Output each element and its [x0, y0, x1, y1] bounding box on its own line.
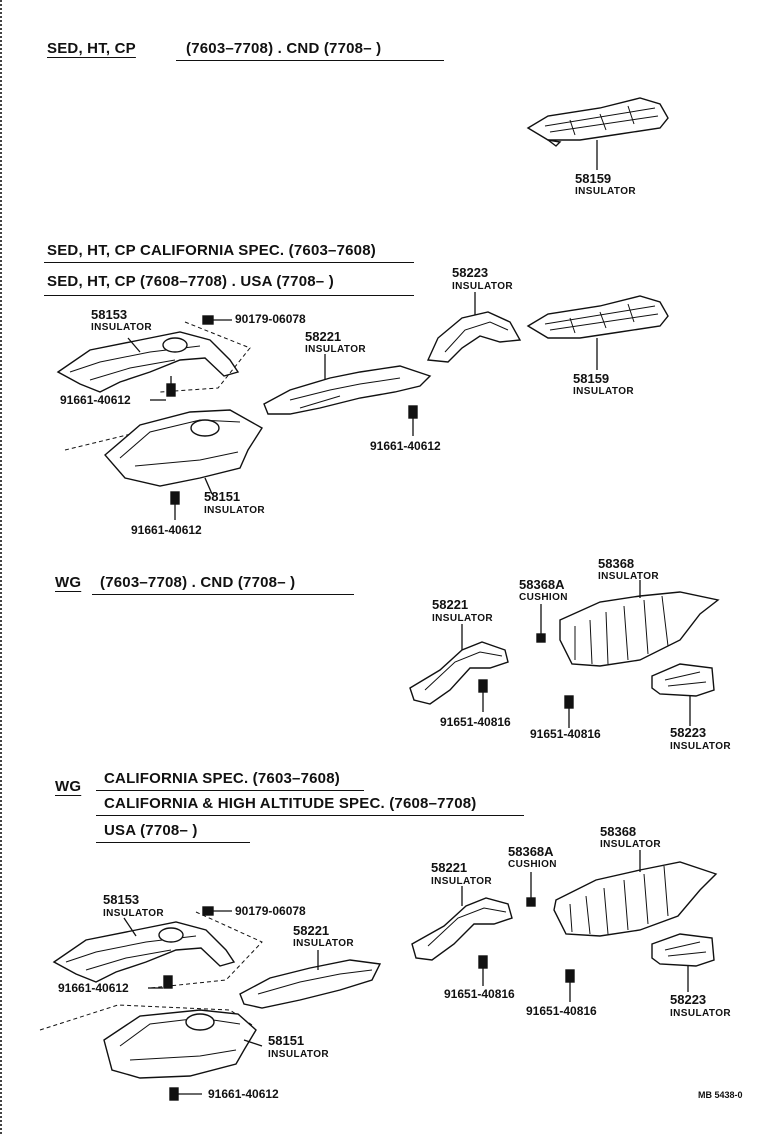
part-58151-drawing-2 — [103, 1009, 263, 1079]
part-number-58221: 58221 — [305, 329, 342, 344]
part-number-58153: 58153 — [91, 307, 128, 322]
bolt-91661-icon-c — [170, 491, 180, 520]
part-58223-drawing-1 — [426, 292, 522, 363]
clip-90179-icon-2 — [202, 906, 214, 916]
section-2-rule-2 — [44, 295, 414, 296]
part-name-insulator: INSULATOR — [452, 281, 514, 292]
part-58153-drawing-1 — [56, 331, 240, 393]
bolt-91661-icon-a — [150, 376, 176, 401]
section-4-header-line-1: CALIFORNIA SPEC. (7603–7608) — [104, 770, 340, 787]
bolt-91661-icon-d — [148, 975, 173, 989]
part-number-58221: 58221 — [432, 597, 469, 612]
fastener-91661-40612: 91661-40612 — [208, 1087, 279, 1101]
part-number-58153: 58153 — [103, 892, 140, 907]
part-number-58221: 58221 — [293, 923, 330, 938]
section-2-header-line-1: SED, HT, CP CALIFORNIA SPEC. (7603–7608) — [47, 242, 376, 259]
fastener-91661-40612: 91661-40612 — [58, 981, 129, 995]
section-4-header-line-2: CALIFORNIA & HIGH ALTITUDE SPEC. (7608–7… — [104, 795, 477, 812]
fastener-91661-40612: 91661-40612 — [370, 439, 441, 453]
figure-reference: MB 5438-0 — [698, 1090, 743, 1100]
assembly-dashline-3 — [149, 911, 263, 989]
part-name-insulator: INSULATOR — [431, 876, 493, 887]
part-58221-drawing-2 — [409, 624, 509, 705]
part-58221-drawing-4 — [411, 886, 513, 961]
clip-90179-icon-1 — [202, 315, 214, 325]
part-name-insulator: INSULATOR — [670, 1008, 732, 1019]
section-2-rule-1 — [44, 262, 414, 263]
section-3-model: WG — [55, 574, 82, 591]
part-number-58368a: 58368A — [519, 577, 565, 592]
cushion-58368a-icon-1 — [536, 633, 546, 643]
fastener-91651-40816: 91651-40816 — [444, 987, 515, 1001]
section-4-rule-3 — [96, 842, 250, 843]
bolt-91661-icon-b — [408, 405, 418, 436]
bolt-91651-icon-b — [564, 695, 574, 728]
part-name-insulator: INSULATOR — [204, 505, 266, 516]
part-number-58221: 58221 — [431, 860, 468, 875]
part-number-58223: 58223 — [670, 725, 707, 740]
part-58159-drawing-2 — [526, 295, 669, 370]
fastener-91651-40816: 91651-40816 — [440, 715, 511, 729]
part-number-58151: 58151 — [268, 1033, 305, 1048]
section-1-range: (7603–7708) . CND (7708– ) — [186, 40, 382, 57]
fastener-90179-06078: 90179-06078 — [235, 312, 306, 326]
fastener-91651-40816: 91651-40816 — [526, 1004, 597, 1018]
section-4-header-line-3: USA (7708– ) — [104, 822, 198, 839]
cushion-58368a-icon-2 — [526, 897, 536, 907]
section-4-rule-1 — [96, 790, 364, 791]
part-name-cushion: CUSHION — [508, 859, 557, 870]
part-name-insulator: INSULATOR — [600, 839, 662, 850]
part-58368-drawing-2 — [553, 850, 718, 937]
part-number-58223: 58223 — [452, 265, 489, 280]
part-name-insulator: INSULATOR — [575, 186, 637, 197]
part-name-insulator: INSULATOR — [432, 613, 494, 624]
part-name-insulator: INSULATOR — [670, 741, 732, 752]
bolt-91661-icon-e — [169, 1087, 202, 1101]
part-name-insulator: INSULATOR — [573, 386, 635, 397]
part-name-insulator: INSULATOR — [293, 938, 355, 949]
part-58153-drawing-2 — [52, 917, 236, 983]
part-58368-drawing-1 — [559, 580, 720, 667]
part-name-insulator: INSULATOR — [305, 344, 367, 355]
section-2-header-line-2: SED, HT, CP (7608–7708) . USA (7708– ) — [47, 273, 334, 290]
part-number-58151: 58151 — [204, 489, 241, 504]
part-58221-drawing-3 — [239, 950, 382, 1009]
section-4-rule-2 — [96, 815, 524, 816]
part-58223-drawing-2 — [651, 663, 715, 726]
bolt-91651-icon-a — [478, 679, 488, 712]
part-58151-drawing-1 — [104, 409, 263, 495]
part-name-insulator: INSULATOR — [103, 908, 165, 919]
part-name-insulator: INSULATOR — [268, 1049, 330, 1060]
part-name-insulator: INSULATOR — [91, 322, 153, 333]
part-number-58159: 58159 — [575, 171, 612, 186]
part-number-58368: 58368 — [598, 556, 635, 571]
part-number-58159: 58159 — [573, 371, 610, 386]
part-number-58223: 58223 — [670, 992, 707, 1007]
part-58223-drawing-3 — [651, 933, 715, 992]
fastener-91661-40612: 91661-40612 — [60, 393, 131, 407]
section-3-range-rule — [92, 594, 354, 595]
fastener-91651-40816: 91651-40816 — [530, 727, 601, 741]
fastener-90179-06078: 90179-06078 — [235, 904, 306, 918]
binding-edge — [0, 0, 8, 1134]
section-4-model: WG — [55, 778, 82, 795]
part-name-insulator: INSULATOR — [598, 571, 660, 582]
part-name-cushion: CUSHION — [519, 592, 568, 603]
part-number-58368: 58368 — [600, 824, 637, 839]
part-number-58368a: 58368A — [508, 844, 554, 859]
fastener-91661-40612: 91661-40612 — [131, 523, 202, 537]
assembly-dashline — [159, 321, 251, 393]
part-58221-drawing-1 — [263, 354, 432, 415]
part-58159-drawing-top — [526, 97, 669, 170]
bolt-91651-icon-c — [478, 955, 488, 986]
section-1-range-rule — [176, 60, 444, 61]
section-1-model: SED, HT, CP — [47, 40, 136, 57]
bolt-91651-icon-d — [565, 969, 575, 1002]
section-3-range: (7603–7708) . CND (7708– ) — [100, 574, 296, 591]
